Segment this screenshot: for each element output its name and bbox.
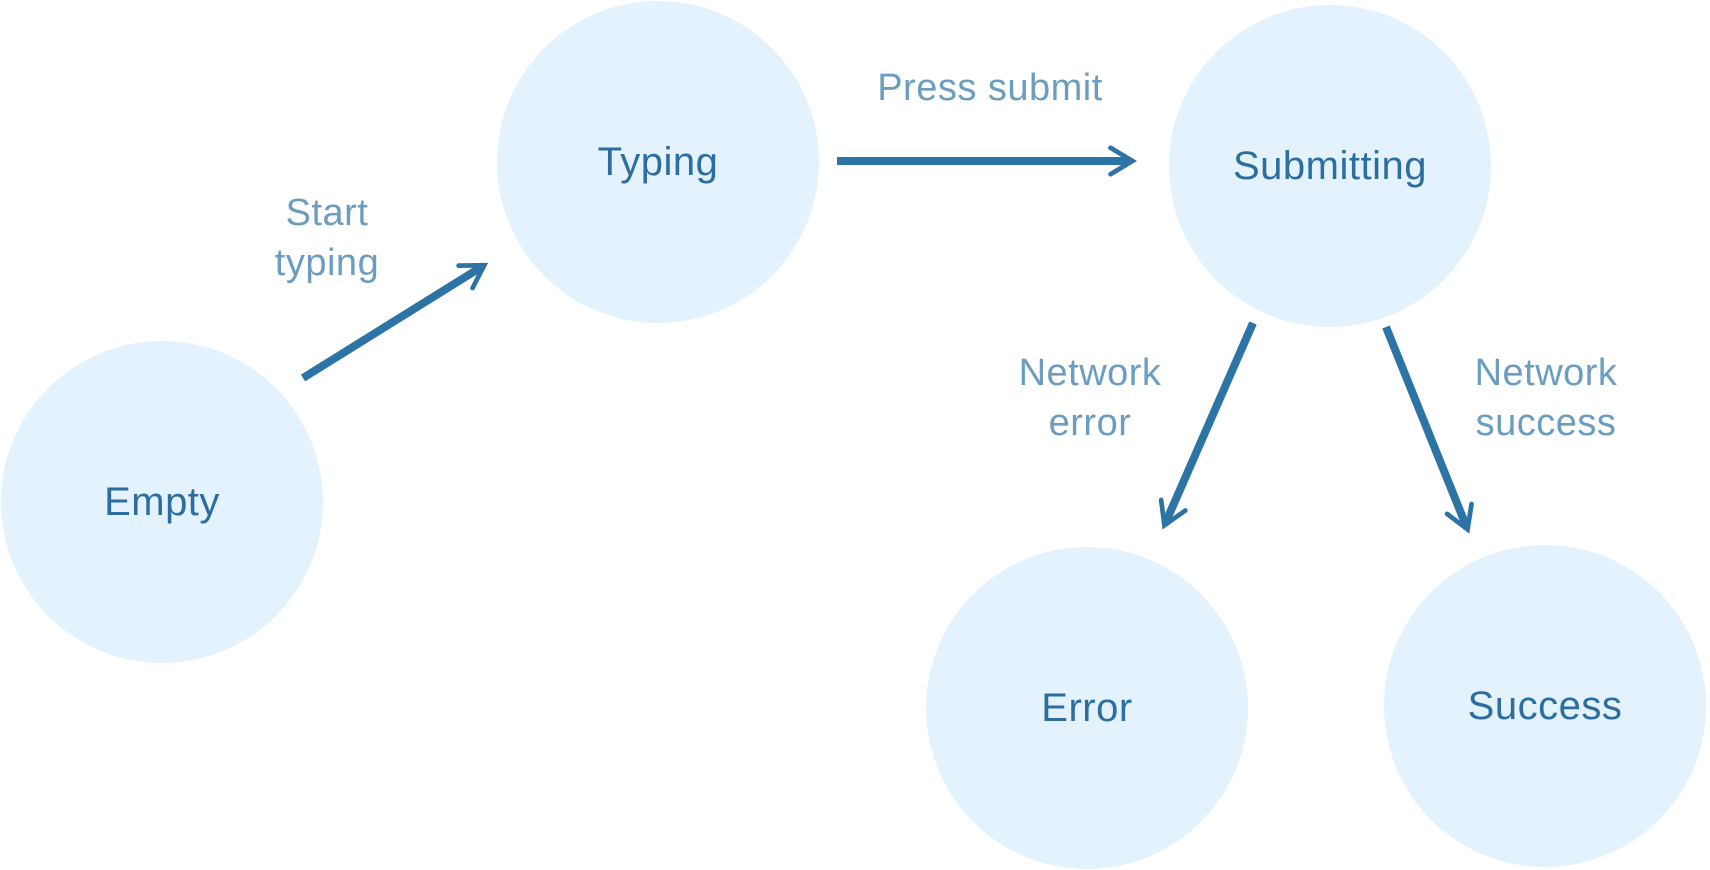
edge-label-line: Network — [1018, 352, 1162, 394]
state-label-submitting: Submitting — [1233, 143, 1427, 188]
edge-label-network-success: Network success — [1475, 348, 1618, 448]
state-label-empty: Empty — [104, 479, 220, 524]
edge-submitting-to-error-arrow — [1158, 321, 1257, 530]
state-label-error: Error — [1041, 685, 1133, 730]
edge-label-start-typing: Start typing — [275, 188, 379, 288]
edge-label-line: typing — [274, 242, 380, 284]
state-label-success: Success — [1467, 683, 1623, 728]
edge-label-line: Start — [285, 192, 369, 234]
edge-label-network-error: Network error — [1019, 348, 1162, 448]
edge-submitting-to-success-arrow — [1382, 325, 1474, 534]
edge-empty-to-typing-arrow — [300, 262, 489, 382]
state-label-typing: Typing — [597, 139, 719, 184]
edge-label-press-submit: Press submit — [877, 63, 1103, 113]
state-node-submitting: Submitting — [1169, 5, 1491, 327]
edge-label-line: Press submit — [877, 67, 1103, 109]
edge-label-line: success — [1475, 402, 1617, 444]
state-node-typing: Typing — [497, 1, 819, 323]
edge-label-line: error — [1048, 402, 1132, 444]
state-node-empty: Empty — [1, 341, 323, 663]
state-node-success: Success — [1384, 545, 1706, 867]
state-node-error: Error — [926, 547, 1248, 869]
edge-label-line: Network — [1474, 352, 1618, 394]
